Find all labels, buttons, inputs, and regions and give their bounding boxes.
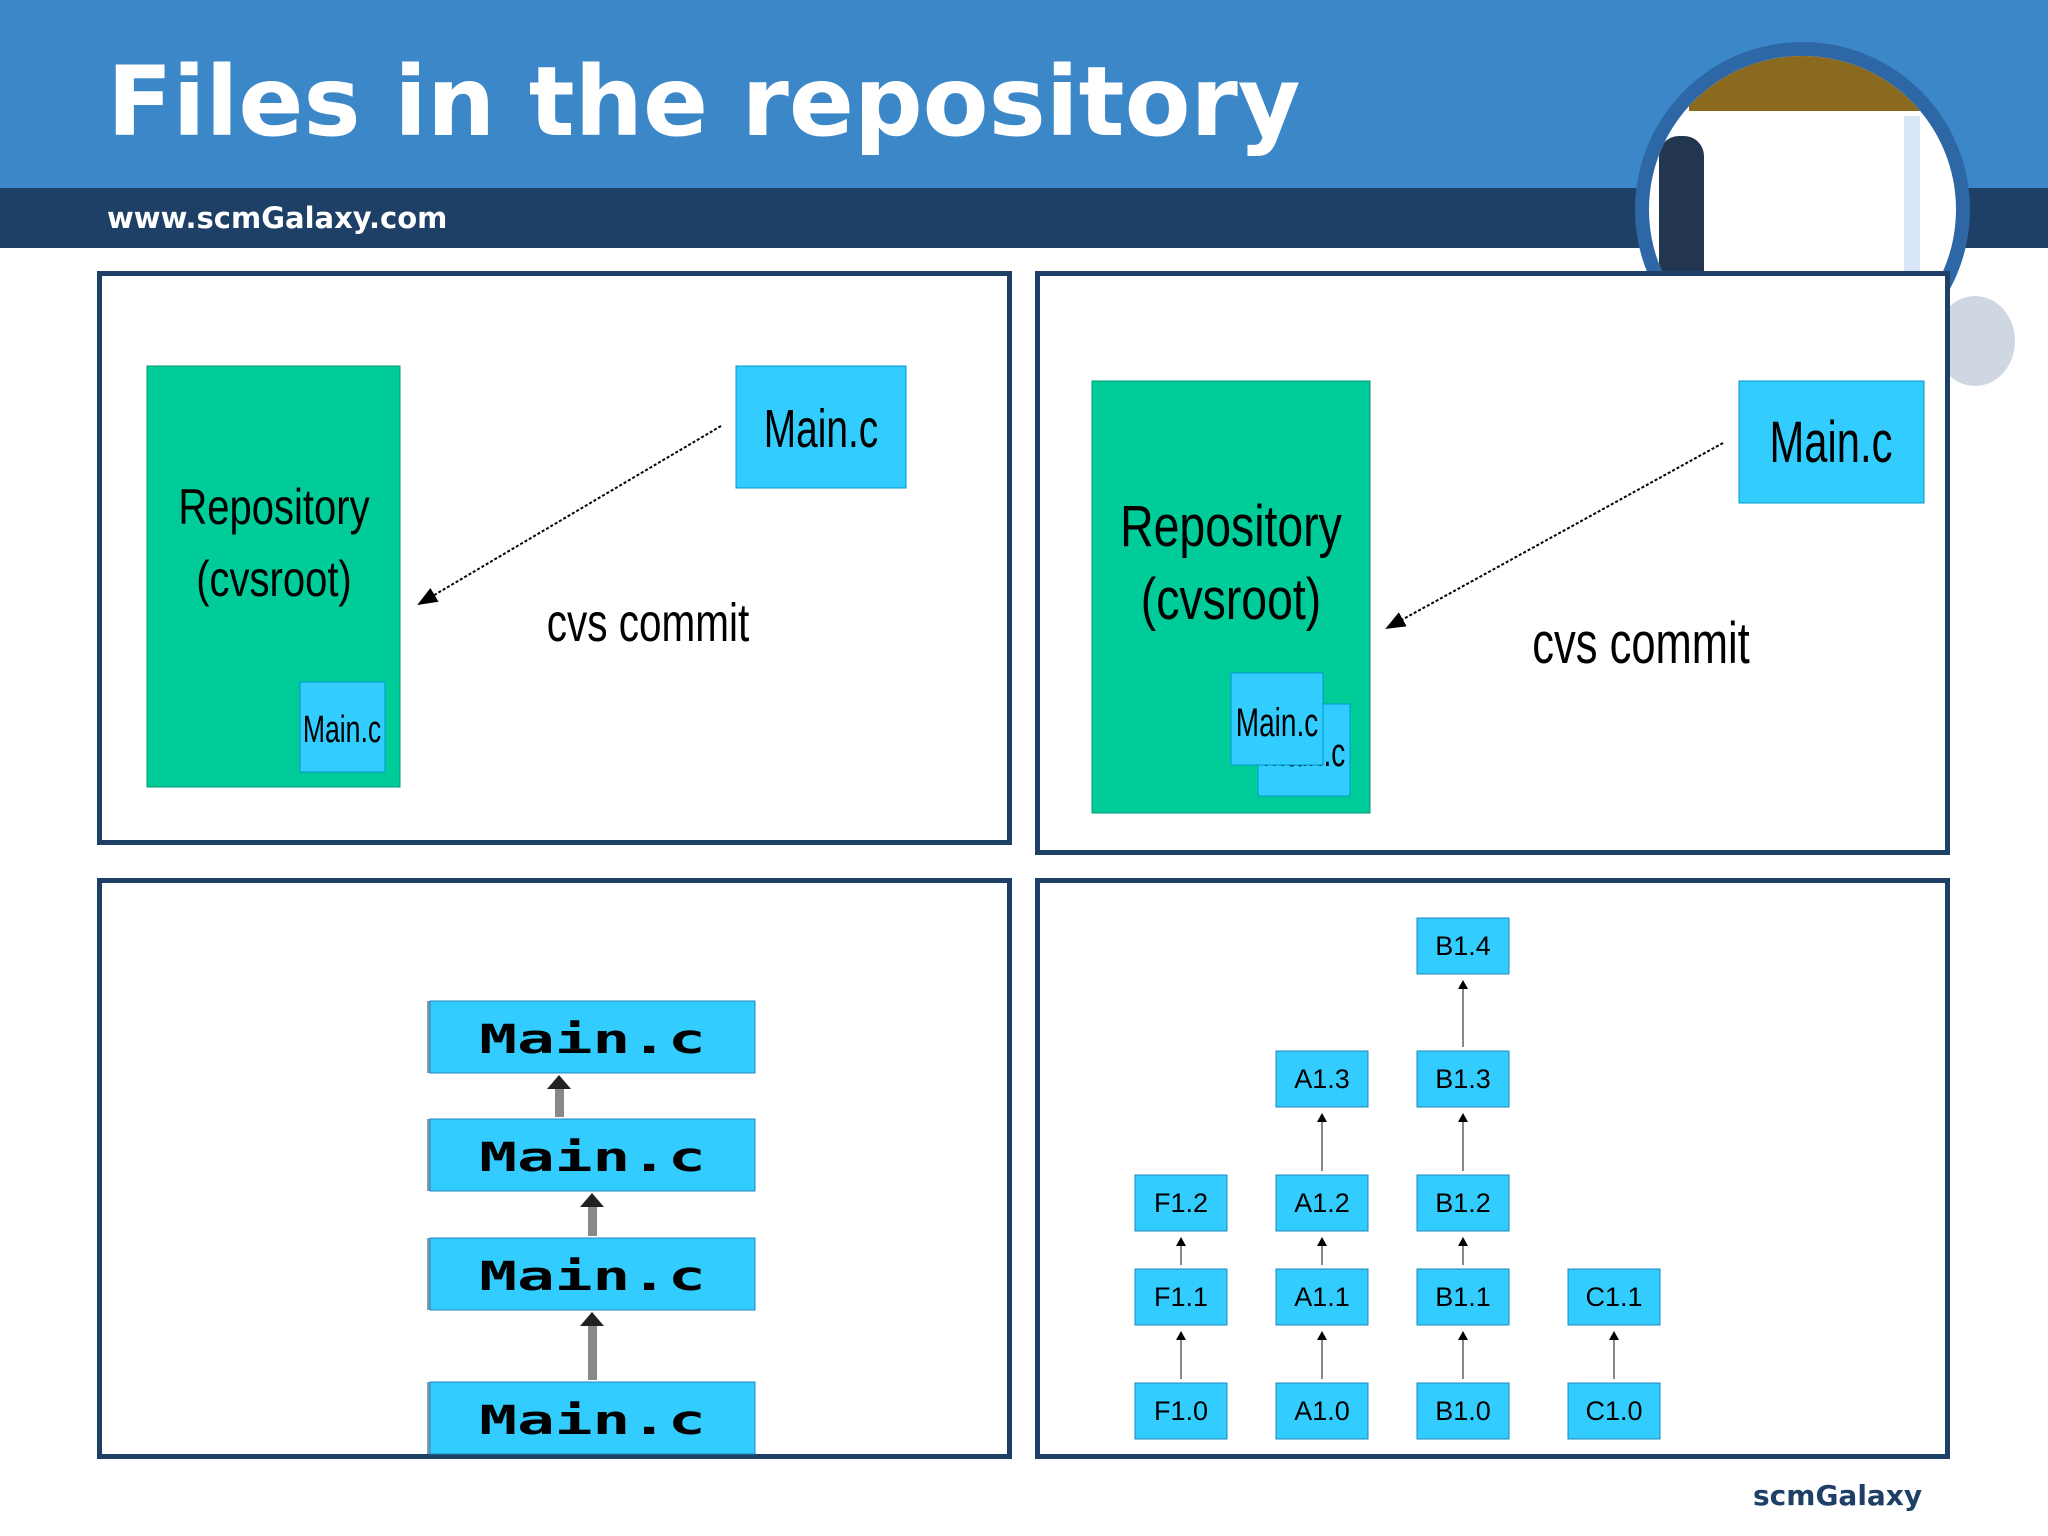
branch-arrow-head bbox=[1176, 1331, 1186, 1340]
branch-revision-box bbox=[1275, 1382, 1369, 1440]
branch-revision-box bbox=[1567, 1382, 1661, 1440]
revision-label: Main.c bbox=[479, 1134, 706, 1181]
branch-revision-label: B1.1 bbox=[1435, 1282, 1491, 1312]
branch-arrow-head bbox=[1317, 1237, 1327, 1246]
working-file-box bbox=[1738, 380, 1925, 504]
branch-revision-label: B1.4 bbox=[1435, 931, 1491, 961]
repo-file-label: Main.c bbox=[303, 707, 381, 750]
branch-arrow-head bbox=[1458, 1113, 1468, 1122]
branch-arrow-head bbox=[1317, 1113, 1327, 1122]
revision-arrow-head bbox=[547, 1075, 571, 1089]
revision-label: Main.c bbox=[479, 1397, 706, 1444]
branch-revision-box bbox=[1567, 1268, 1661, 1326]
branch-revision-label: B1.3 bbox=[1435, 1064, 1491, 1094]
working-file-label: Main.c bbox=[1770, 409, 1893, 474]
branch-revision-label: A1.2 bbox=[1294, 1188, 1350, 1218]
repository-label: Repository bbox=[178, 479, 369, 535]
command-label: cvs commit bbox=[547, 593, 749, 653]
panel-second-commit: Repository (cvsroot) Main.c Main.c Main.… bbox=[1035, 271, 1950, 855]
commit-arrow bbox=[417, 425, 722, 606]
revision-box bbox=[429, 1237, 756, 1311]
working-file-box bbox=[735, 365, 907, 489]
branch-revision-box bbox=[1275, 1174, 1369, 1232]
branch-revision-label: F1.1 bbox=[1154, 1282, 1208, 1312]
branch-revision-label: A1.3 bbox=[1294, 1064, 1350, 1094]
branch-arrow-head bbox=[1609, 1331, 1619, 1340]
revision-arrow-head bbox=[580, 1312, 604, 1326]
branch-arrow-head bbox=[1458, 1237, 1468, 1246]
branch-revision-box bbox=[1134, 1174, 1228, 1232]
revision-box bbox=[429, 1381, 756, 1455]
branch-revision-box bbox=[1416, 1050, 1510, 1108]
branch-revision-box bbox=[1134, 1268, 1228, 1326]
branch-arrow-head bbox=[1458, 980, 1468, 989]
revision-label: Main.c bbox=[479, 1016, 706, 1063]
cvsroot-label: (cvsroot) bbox=[196, 551, 352, 607]
revision-arrow-head bbox=[580, 1193, 604, 1207]
repo-file-label-front: Main.c bbox=[1236, 701, 1318, 745]
branch-revision-box bbox=[1416, 1268, 1510, 1326]
branch-revision-box bbox=[1275, 1268, 1369, 1326]
branch-revision-label: C1.0 bbox=[1585, 1396, 1642, 1426]
commit-arrow bbox=[1385, 442, 1724, 629]
footer-brand: scmGalaxy bbox=[1753, 1479, 1923, 1512]
repo-file-box-front bbox=[1230, 672, 1324, 766]
panel-first-commit: Repository (cvsroot) Main.c Main.c cvs c… bbox=[97, 271, 1012, 845]
branch-revision-box bbox=[1416, 1382, 1510, 1440]
revision-arrow-shaft bbox=[555, 1087, 564, 1117]
revision-box bbox=[429, 1000, 756, 1074]
working-file-label: Main.c bbox=[764, 398, 879, 459]
branch-revision-box bbox=[1275, 1050, 1369, 1108]
branch-revision-label: F1.0 bbox=[1154, 1396, 1208, 1426]
branch-revision-label: B1.0 bbox=[1435, 1396, 1491, 1426]
branch-revision-box bbox=[1416, 1174, 1510, 1232]
revision-arrow-shaft bbox=[588, 1205, 597, 1236]
repo-file-box bbox=[299, 681, 386, 773]
branch-revision-label: A1.0 bbox=[1294, 1396, 1350, 1426]
revision-label: Main.c bbox=[479, 1253, 706, 1300]
revision-arrow-shaft bbox=[588, 1324, 597, 1380]
repository-label: Repository bbox=[1120, 494, 1342, 559]
branch-revision-label: F1.2 bbox=[1154, 1188, 1208, 1218]
branch-revision-label: A1.1 bbox=[1294, 1282, 1350, 1312]
command-label: cvs commit bbox=[1532, 611, 1749, 675]
branch-revision-label: B1.2 bbox=[1435, 1188, 1491, 1218]
branch-revision-box bbox=[1134, 1382, 1228, 1440]
site-url[interactable]: www.scmGalaxy.com bbox=[107, 201, 448, 235]
branch-arrow-head bbox=[1458, 1331, 1468, 1340]
branch-arrow-head bbox=[1317, 1331, 1327, 1340]
branch-arrow-head bbox=[1176, 1237, 1186, 1246]
cvsroot-label: (cvsroot) bbox=[1141, 567, 1321, 632]
slide-title: Files in the repository bbox=[107, 46, 1301, 158]
branch-revision-box bbox=[1416, 917, 1510, 975]
branch-revision-label: C1.1 bbox=[1585, 1282, 1642, 1312]
revision-box bbox=[429, 1118, 756, 1192]
